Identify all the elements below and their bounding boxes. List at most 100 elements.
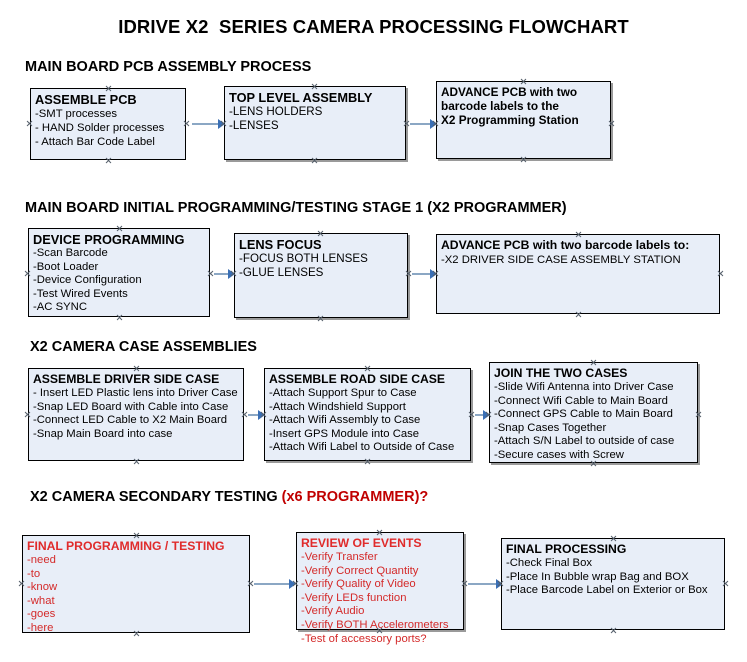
node-assemble-driver-side-case[interactable]: ASSEMBLE DRIVER SIDE CASE - Insert LED P… xyxy=(28,368,244,461)
node-item: -Test of accessory ports? xyxy=(301,632,427,645)
node-assemble-road-side-case[interactable]: ASSEMBLE ROAD SIDE CASE -Attach Support … xyxy=(264,368,471,461)
node-item: -need xyxy=(27,554,56,566)
node-item: -Attach Windshield Support xyxy=(269,400,406,413)
node-top-level-assembly[interactable]: TOP LEVEL ASSEMBLY -LENS HOLDERS -LENSES xyxy=(224,86,406,160)
node-item: -Verify Transfer xyxy=(301,551,378,563)
node-items: -need -to -know -what -goes -here xyxy=(27,554,245,636)
node-advance-pcb-to-programming-station[interactable]: ADVANCE PCB with two barcode labels to t… xyxy=(436,81,611,159)
section-heading-x2-camera-secondary-testing: X2 CAMERA SECONDARY TESTING (x6 PROGRAMM… xyxy=(30,489,428,505)
connector-line xyxy=(412,273,434,275)
connector-line xyxy=(468,583,500,585)
node-title: DEVICE PROGRAMMING xyxy=(33,232,185,247)
node-item: -Verify Correct Quantity xyxy=(301,564,419,577)
node-item: -Snap Main Board into case xyxy=(33,427,173,440)
node-title: ADVANCE PCB with two barcode labels to: xyxy=(441,238,690,252)
node-item: - HAND Solder processes xyxy=(35,122,165,135)
node-item: -FOCUS BOTH LENSES xyxy=(239,252,368,265)
node-item: -Verify LEDs function xyxy=(301,591,407,604)
node-item: -Scan Barcode xyxy=(33,247,108,259)
node-items: - Insert LED Plastic lens into Driver Ca… xyxy=(33,387,239,441)
node-item: -Check Final Box xyxy=(506,557,593,569)
node-title: FINAL PROGRAMMING / TESTING xyxy=(27,539,225,553)
connector-arrowhead xyxy=(430,119,437,129)
node-assemble-pcb[interactable]: ASSEMBLE PCB -SMT processes - HAND Solde… xyxy=(30,88,186,160)
node-item: -Verify Quality of Video xyxy=(301,578,416,591)
node-advance-pcb-to-driver-side-case[interactable]: ADVANCE PCB with two barcode labels to: … xyxy=(436,234,720,314)
node-item: -Snap Cases Together xyxy=(494,421,607,434)
node-item: -Test Wired Events xyxy=(33,287,128,300)
node-items: -SMT processes - HAND Solder processes -… xyxy=(35,107,181,150)
node-item: X2 Programming Station xyxy=(441,113,579,128)
node-review-of-events[interactable]: REVIEW OF EVENTS -Verify Transfer -Verif… xyxy=(296,532,464,645)
node-title: LENS FOCUS xyxy=(239,237,322,252)
node-item: -Place In Bubble wrap Bag and BOX xyxy=(506,570,689,583)
node-items: -X2 DRIVER SIDE CASE ASSEMBLY STATION xyxy=(441,253,715,267)
node-item: - Insert LED Plastic lens into Driver Ca… xyxy=(33,387,238,399)
node-items: -Verify Transfer -Verify Correct Quantit… xyxy=(301,551,459,646)
connector-line xyxy=(192,123,222,125)
node-join-the-two-cases[interactable]: JOIN THE TWO CASES -Slide Wifi Antenna i… xyxy=(489,362,698,463)
connector-line xyxy=(410,123,433,125)
node-title: JOIN THE TWO CASES xyxy=(494,366,628,380)
node-title: ASSEMBLE DRIVER SIDE CASE xyxy=(33,372,220,386)
node-item: barcode labels to the xyxy=(441,99,559,114)
section-heading-main-board-pcb-assembly: MAIN BOARD PCB ASSEMBLY PROCESS xyxy=(25,59,311,75)
section-heading-x2-camera-case-assemblies: X2 CAMERA CASE ASSEMBLIES xyxy=(30,339,257,355)
node-title: FINAL PROCESSING xyxy=(506,542,627,556)
section-heading-text: MAIN BOARD INITIAL PROGRAMMING/TESTING S… xyxy=(25,200,567,216)
node-final-processing[interactable]: FINAL PROCESSING -Check Final Box -Place… xyxy=(501,538,725,630)
node-item: -Verify Audio xyxy=(301,605,365,618)
node-item: ADVANCE PCB with two xyxy=(441,85,578,99)
connector-arrowhead xyxy=(430,269,437,279)
node-item: -Connect GPS Cable to Main Board xyxy=(494,408,673,421)
node-items: -LENS HOLDERS -LENSES xyxy=(229,105,401,133)
node-item: -to xyxy=(27,567,41,580)
node-item: -Slide Wifi Antenna into Driver Case xyxy=(494,381,674,393)
node-item: -Place Barcode Label on Exterior or Box xyxy=(506,584,708,597)
section-heading-main-board-initial-programming: MAIN BOARD INITIAL PROGRAMMING/TESTING S… xyxy=(25,200,567,216)
node-item: -X2 DRIVER SIDE CASE ASSEMBLY STATION xyxy=(441,254,681,266)
node-item: -Connect LED Cable to X2 Main Board xyxy=(33,414,228,427)
connector-arrowhead xyxy=(496,579,503,589)
node-item: -LENSES xyxy=(229,119,279,133)
node-item: -Secure cases with Screw xyxy=(494,448,624,461)
section-heading-text: MAIN BOARD PCB ASSEMBLY PROCESS xyxy=(25,59,312,75)
node-item: -goes xyxy=(27,608,56,621)
node-item: -SMT processes xyxy=(35,108,118,120)
node-item: -Snap LED Board with Cable into Case xyxy=(33,400,229,413)
node-lens-focus[interactable]: LENS FOCUS -FOCUS BOTH LENSES -GLUE LENS… xyxy=(234,233,408,318)
node-item: -Verify BOTH Accelerometers xyxy=(301,618,449,631)
node-title: REVIEW OF EVENTS xyxy=(301,536,422,550)
node-items: -FOCUS BOTH LENSES -GLUE LENSES xyxy=(239,252,403,280)
node-title: ASSEMBLE ROAD SIDE CASE xyxy=(269,372,446,386)
node-item: -know xyxy=(27,581,58,594)
node-item: -Device Configuration xyxy=(33,274,142,287)
connector-line xyxy=(248,414,262,416)
node-item: -AC SYNC xyxy=(33,301,87,314)
node-items: -Check Final Box -Place In Bubble wrap B… xyxy=(506,557,720,598)
node-title: TOP LEVEL ASSEMBLY xyxy=(229,90,373,105)
node-item: -GLUE LENSES xyxy=(239,266,324,280)
connector-arrowhead xyxy=(258,410,265,420)
node-item: -Connect Wifi Cable to Main Board xyxy=(494,394,668,407)
connector-line xyxy=(214,273,232,275)
connector-line xyxy=(475,414,487,416)
node-device-programming[interactable]: DEVICE PROGRAMMING -Scan Barcode -Boot L… xyxy=(28,228,210,317)
node-items: -Attach Support Spur to Case -Attach Win… xyxy=(269,387,466,455)
node-final-programming-testing[interactable]: FINAL PROGRAMMING / TESTING -need -to -k… xyxy=(22,535,250,636)
node-item: - Attach Bar Code Label xyxy=(35,136,155,149)
node-item: -Boot Loader xyxy=(33,260,99,273)
node-item: -Attach Wifi Assembly to Case xyxy=(269,414,421,427)
node-item: -what xyxy=(27,594,55,607)
node-item: -here xyxy=(27,621,54,634)
connector-line xyxy=(254,583,293,585)
page-title: IDRIVE X2 SERIES CAMERA PROCESSING FLOWC… xyxy=(118,16,629,37)
node-item: -Insert GPS Module into Case xyxy=(269,427,420,440)
connector-arrowhead xyxy=(218,119,225,129)
connector-arrowhead xyxy=(483,410,490,420)
node-items: ADVANCE PCB with two barcode labels to t… xyxy=(441,85,606,128)
section-heading-text: X2 CAMERA CASE ASSEMBLIES xyxy=(30,339,257,355)
node-items: -Scan Barcode -Boot Loader -Device Confi… xyxy=(33,247,205,315)
node-item: -LENS HOLDERS xyxy=(229,105,323,118)
